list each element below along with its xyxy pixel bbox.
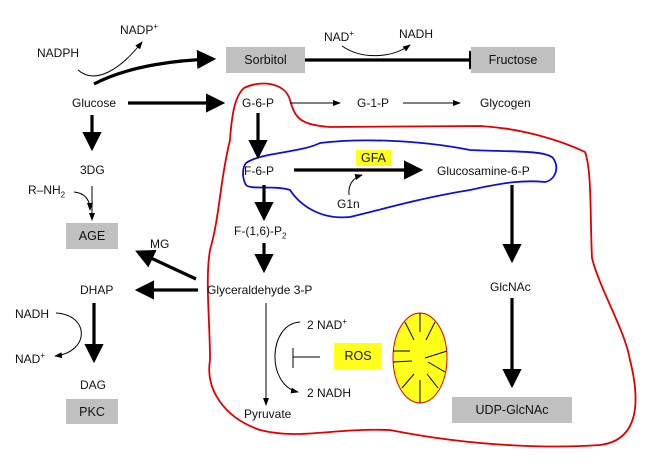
fructose-node: Fructose bbox=[471, 47, 555, 73]
nad-plus-top-label: NAD+ bbox=[324, 29, 355, 44]
ros-label: ROS bbox=[334, 343, 382, 369]
age-node: AGE bbox=[66, 223, 118, 249]
glcnac-label: GlcNAc bbox=[490, 280, 531, 294]
arrow-nadh-nad-left bbox=[54, 312, 82, 359]
f16p2-label: F-(1,6)-P2 bbox=[234, 224, 287, 241]
sorbitol-node: Sorbitol bbox=[226, 47, 305, 73]
nadp-plus-label: NADP+ bbox=[120, 22, 159, 37]
arrow-nad-nadh-top bbox=[341, 44, 411, 57]
arrow-nadph-nadp bbox=[77, 41, 143, 77]
mg-label: MG bbox=[150, 237, 170, 251]
arrow-glucose-sorbitol bbox=[93, 49, 217, 86]
glucosamine-6p-label: Glucosamine-6-P bbox=[437, 164, 530, 178]
gfa-enzyme: GFA bbox=[356, 150, 391, 166]
arrow-2nad-2nadh bbox=[274, 321, 301, 394]
nad-plus-left-label: NAD+ bbox=[15, 351, 46, 366]
nadph-label: NADPH bbox=[37, 46, 80, 60]
dag-label: DAG bbox=[80, 378, 107, 392]
udp-glcnac-node: UDP-GlcNAc bbox=[452, 397, 572, 423]
g6p-label: G-6-P bbox=[242, 96, 275, 110]
g1p-label: G-1-P bbox=[357, 96, 390, 110]
glyceraldehyde-3p-label: Glyceraldehyde 3-P bbox=[207, 283, 313, 297]
red-outline bbox=[206, 82, 637, 448]
glycogen-label: Glycogen bbox=[480, 96, 531, 110]
mitochondrion-icon bbox=[392, 312, 448, 404]
g1n-label: G1n bbox=[337, 197, 360, 211]
2-nadh-label: 2 NADH bbox=[307, 386, 352, 400]
f6p-label: F-6-P bbox=[244, 164, 274, 178]
pyruvate-label: Pyruvate bbox=[244, 407, 292, 421]
blue-outline bbox=[242, 139, 558, 219]
nadh-top-label: NADH bbox=[399, 27, 434, 41]
dhap-label: DHAP bbox=[80, 283, 114, 297]
pkc-node: PKC bbox=[66, 399, 118, 424]
nadh-left-label: NADH bbox=[15, 307, 50, 321]
arrow-gly3p-mg bbox=[135, 250, 197, 281]
3dg-label: 3DG bbox=[80, 163, 105, 177]
arrow-rnh2 bbox=[73, 191, 93, 211]
r-nh2-label: R–NH2 bbox=[28, 183, 66, 200]
arrow-g1n bbox=[348, 174, 363, 196]
glucose-label: Glucose bbox=[72, 96, 117, 110]
2-nad-plus-label: 2 NAD+ bbox=[307, 317, 348, 332]
